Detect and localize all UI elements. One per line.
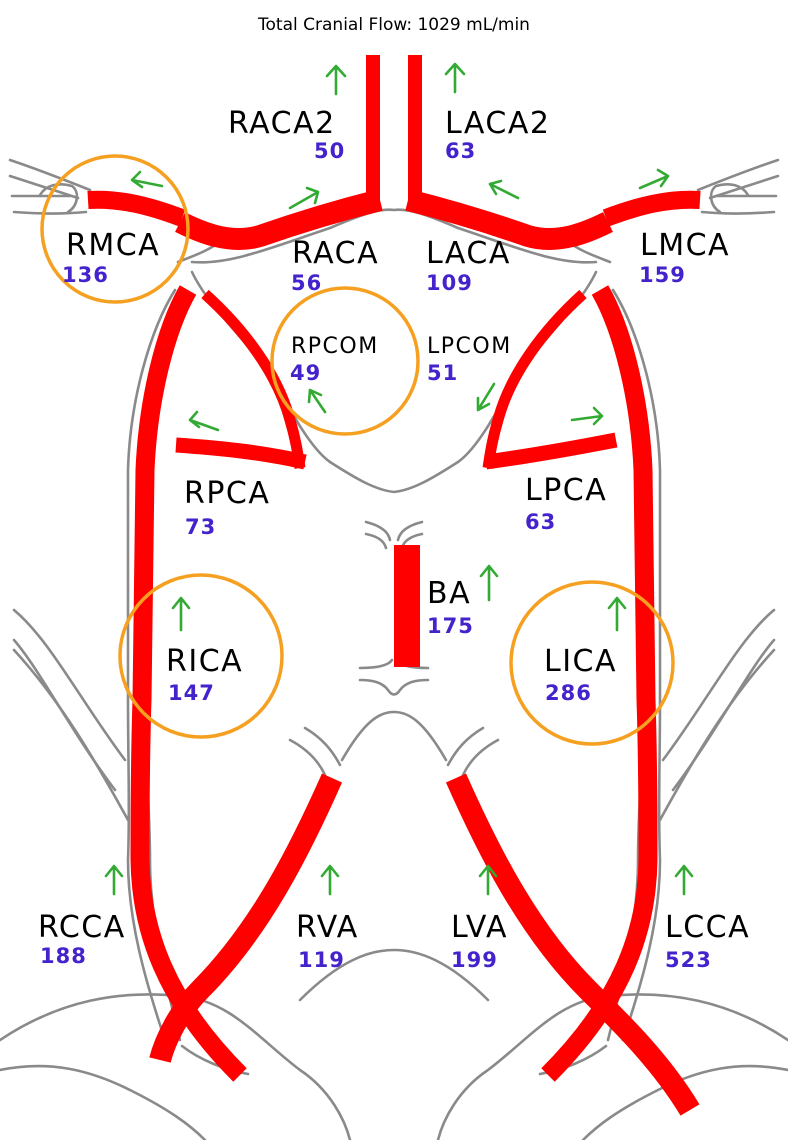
arrow-icon bbox=[190, 412, 218, 430]
flow-rmca: 136 bbox=[62, 263, 109, 287]
flow-lcca: 523 bbox=[665, 948, 712, 972]
label-rva: RVA bbox=[296, 910, 359, 945]
lpca-vessel bbox=[486, 440, 616, 462]
flow-lva: 199 bbox=[451, 948, 498, 972]
flow-rcca: 188 bbox=[40, 944, 87, 968]
label-lmca: LMCA bbox=[640, 228, 730, 263]
label-lpca: LPCA bbox=[525, 473, 607, 508]
arrow-icon bbox=[290, 188, 318, 208]
diagram-title: Total Cranial Flow: 1029 mL/min bbox=[257, 15, 530, 35]
arrow-icon bbox=[446, 64, 464, 92]
label-rmca: RMCA bbox=[66, 228, 160, 263]
label-rcca: RCCA bbox=[38, 910, 126, 945]
arrow-icon bbox=[676, 866, 692, 894]
label-rpca: RPCA bbox=[184, 476, 270, 511]
arrow-icon bbox=[106, 866, 122, 894]
flow-raca: 56 bbox=[291, 271, 322, 295]
flow-lmca: 159 bbox=[639, 263, 686, 287]
raca2-vessel bbox=[366, 55, 380, 205]
rmca-vessel bbox=[88, 200, 182, 218]
label-rpcom: RPCOM bbox=[291, 334, 379, 359]
flow-rva: 119 bbox=[298, 948, 345, 972]
arrow-icon bbox=[490, 181, 518, 198]
arrow-icon bbox=[481, 566, 497, 600]
arrow-icon bbox=[478, 384, 494, 410]
flow-rpca: 73 bbox=[185, 515, 216, 539]
flow-laca2: 63 bbox=[445, 139, 476, 163]
flow-raca2: 50 bbox=[314, 139, 345, 163]
flow-laca: 109 bbox=[426, 271, 473, 295]
label-lcca: LCCA bbox=[665, 910, 750, 945]
flow-lpca: 63 bbox=[525, 510, 556, 534]
label-lica: LICA bbox=[544, 644, 617, 679]
flow-rpcom: 49 bbox=[290, 361, 321, 385]
rpca-vessel bbox=[176, 445, 305, 462]
arrow-icon bbox=[609, 598, 625, 630]
flow-rica: 147 bbox=[168, 681, 215, 705]
label-rica: RICA bbox=[166, 644, 243, 679]
lmca-vessel bbox=[606, 200, 700, 218]
arrow-icon bbox=[132, 172, 162, 187]
arrow-icon bbox=[327, 66, 345, 94]
label-laca: LACA bbox=[426, 236, 511, 271]
arrow-icon bbox=[572, 408, 602, 424]
label-lva: LVA bbox=[451, 910, 508, 945]
arrow-icon bbox=[173, 598, 189, 630]
laca2-vessel bbox=[408, 55, 422, 205]
label-ba: BA bbox=[427, 576, 471, 611]
arrow-icon bbox=[640, 170, 668, 188]
label-raca2: RACA2 bbox=[228, 106, 336, 141]
label-raca: RACA bbox=[292, 236, 379, 271]
ba-vessel bbox=[394, 545, 420, 667]
arrow-icon bbox=[322, 866, 338, 894]
arrow-icon bbox=[309, 390, 325, 412]
flow-ba: 175 bbox=[427, 614, 474, 638]
flow-lpcom: 51 bbox=[427, 361, 458, 385]
label-laca2: LACA2 bbox=[445, 106, 550, 141]
label-lpcom: LPCOM bbox=[427, 334, 512, 359]
flow-lica: 286 bbox=[545, 681, 592, 705]
